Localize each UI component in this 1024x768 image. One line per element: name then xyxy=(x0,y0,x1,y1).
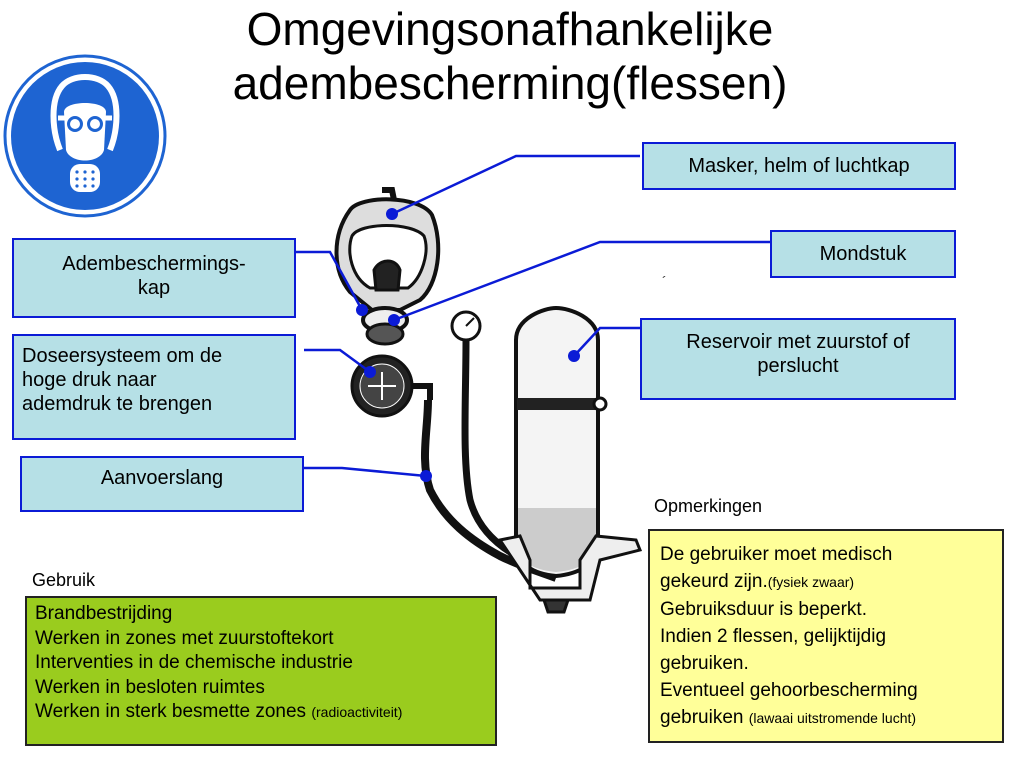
usage-item-note: (radioactiviteit) xyxy=(311,704,403,720)
usage-item: Werken in besloten ruimtes xyxy=(35,676,265,698)
label-hood: Adembeschermings- kap xyxy=(12,238,296,318)
mandatory-sign xyxy=(3,54,167,218)
label-dosing: Doseersysteem om de hoge druk naar ademd… xyxy=(12,334,296,440)
label-mouthpiece-text: Mondstuk xyxy=(819,243,907,265)
remarks-line: gebruiken xyxy=(660,707,744,728)
label-hose: Aanvoerslang xyxy=(20,456,304,512)
label-mouthpiece: Mondstuk xyxy=(770,230,956,278)
stray-mark: ´ xyxy=(662,273,667,289)
page-title: Omgevingsonafhankelijke adembescherming(… xyxy=(150,2,870,110)
label-dosing-line-1: Doseersysteem om de xyxy=(22,345,223,367)
remarks-line: Eventueel gehoorbescherming xyxy=(660,680,918,701)
breathing-apparatus-drawing xyxy=(334,187,643,614)
label-reservoir-line-1: Reservoir met zuurstof of xyxy=(686,331,910,353)
label-dosing-line-2: hoge druk naar xyxy=(22,369,157,391)
label-hood-line-2: kap xyxy=(137,277,171,299)
remarks-note: (lawaai uitstromende lucht) xyxy=(748,710,917,726)
usage-box: Brandbestrijding Werken in zones met zuu… xyxy=(25,596,497,746)
remarks-line-7: gebruiken (lawaai uitstromende lucht) xyxy=(660,704,992,732)
usage-item-last: Werken in sterk besmette zones (radioact… xyxy=(35,700,487,725)
callout-dots xyxy=(356,208,580,482)
title-line-2: adembescherming(flessen) xyxy=(232,57,788,109)
remarks-box: De gebruiker moet medisch gekeurd zijn.(… xyxy=(648,529,1004,743)
usage-heading: Gebruik xyxy=(32,570,96,590)
label-hose-text: Aanvoerslang xyxy=(100,467,224,489)
remarks-line: De gebruiker moet medisch xyxy=(660,544,893,565)
remarks-line: gebruiken. xyxy=(660,653,749,674)
remarks-note: (fysiek zwaar) xyxy=(767,574,855,590)
usage-item: Werken in sterk besmette zones xyxy=(35,701,307,722)
label-reservoir-line-2: perslucht xyxy=(757,355,839,377)
callout-lines xyxy=(296,154,770,478)
label-reservoir: Reservoir met zuurstof of perslucht xyxy=(640,318,956,400)
label-hood-line-1: Adembeschermings- xyxy=(62,253,246,275)
remarks-line: Gebruiksduur is beperkt. xyxy=(660,599,867,620)
remarks-line-2: gekeurd zijn.(fysiek zwaar) xyxy=(660,568,992,596)
remarks-line: Indien 2 flessen, gelijktijdig xyxy=(660,626,887,647)
usage-item: Interventies in de chemische industrie xyxy=(35,652,353,673)
usage-item: Brandbestrijding xyxy=(35,603,173,624)
title-line-1: Omgevingsonafhankelijke xyxy=(246,3,774,55)
label-mask: Masker, helm of luchtkap xyxy=(642,142,956,190)
usage-item: Werken in zones met zuurstoftekort xyxy=(35,627,334,649)
remarks-line: gekeurd zijn. xyxy=(660,571,768,592)
label-dosing-line-3: ademdruk te brengen xyxy=(22,393,213,415)
remarks-heading: Opmerkingen xyxy=(654,496,763,516)
label-mask-text: Masker, helm of luchtkap xyxy=(688,155,910,177)
